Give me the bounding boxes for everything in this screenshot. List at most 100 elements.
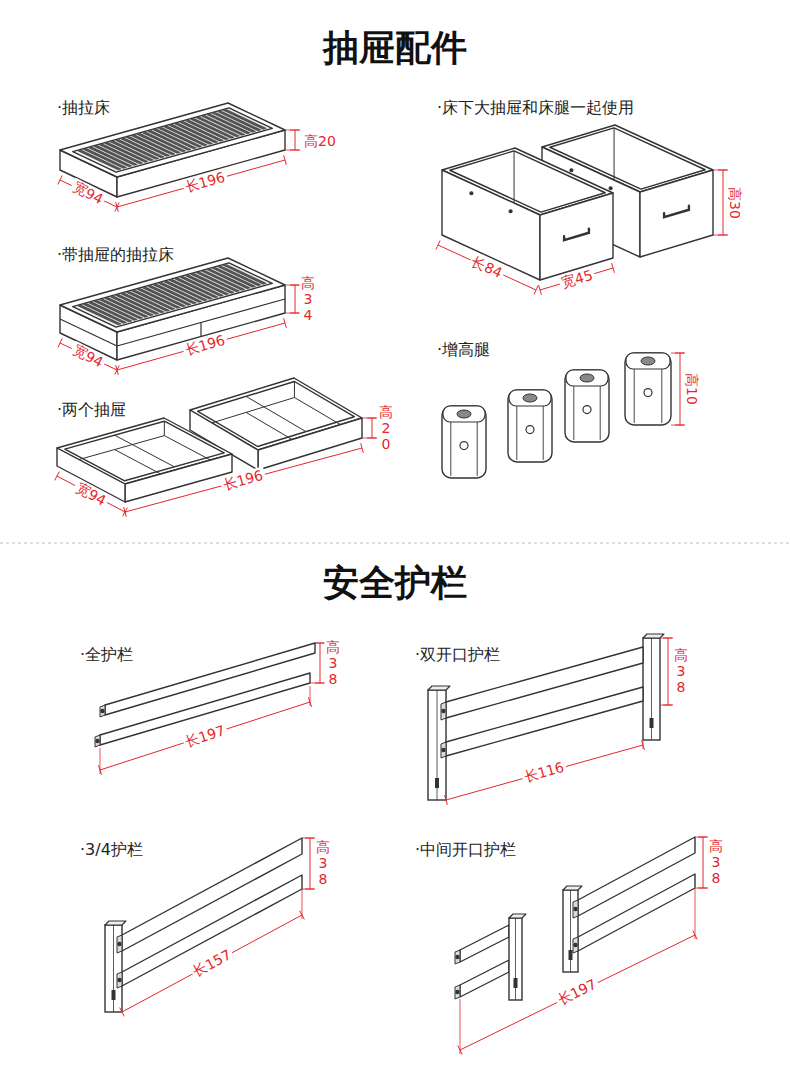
dimension-label: 宽94 — [68, 341, 107, 372]
screw-hole — [609, 187, 612, 190]
rail-end — [117, 972, 122, 988]
rail-post — [509, 918, 522, 1000]
screw-hole — [509, 210, 512, 213]
rail-hole — [442, 709, 445, 712]
item-label: ·抽拉床 — [57, 98, 110, 117]
dimension-label: 长197 — [553, 975, 600, 1009]
drawer-divider — [115, 435, 175, 467]
drawer-side — [125, 454, 232, 502]
post-slot — [569, 950, 573, 960]
item-label: ·中间开口护栏 — [415, 840, 516, 859]
post-slot — [435, 778, 439, 788]
dimension-label: 高 34 — [300, 275, 317, 323]
extension-line — [671, 425, 684, 426]
dimension-line — [117, 323, 285, 370]
leg-body — [508, 390, 552, 462]
dimension-line — [446, 745, 643, 800]
extension-line — [713, 170, 727, 171]
item-label: ·全护栏 — [80, 645, 133, 664]
leg-hole — [523, 394, 537, 402]
extension-line — [460, 999, 461, 1054]
bed-frame — [73, 263, 273, 327]
extension-line — [695, 888, 707, 889]
extension-line — [285, 150, 299, 151]
leg-edge — [477, 422, 478, 476]
rail-end — [455, 985, 460, 999]
extension-line — [643, 740, 644, 749]
rail-bar — [578, 837, 695, 916]
drawer-line — [200, 323, 201, 337]
dimension-line — [668, 638, 669, 705]
leg-edge — [661, 369, 662, 423]
item-label: ·双开口护栏 — [415, 645, 500, 664]
dimension-label: 高 38 — [325, 639, 342, 687]
rail-hole — [118, 978, 121, 981]
post-top — [563, 886, 582, 890]
leg-hole — [641, 357, 655, 365]
screw-hole — [470, 192, 473, 195]
item-label: ·带抽屉的抽拉床 — [57, 245, 174, 264]
post-slot — [650, 718, 654, 728]
rail-hole — [101, 709, 104, 712]
extension-line — [285, 285, 299, 286]
dimension-tick — [55, 472, 60, 481]
leg-hole — [526, 426, 534, 434]
leg-hole — [583, 406, 591, 414]
dimension-label: 高 38 — [708, 838, 725, 886]
leg-top — [626, 353, 670, 369]
bed-top — [60, 258, 285, 332]
leg-hole — [460, 442, 468, 450]
dimension-tick — [58, 175, 62, 184]
leg-edge — [543, 406, 544, 460]
item-label: ·3/4护栏 — [80, 840, 143, 859]
extension-line — [695, 837, 707, 838]
rail-post — [105, 925, 122, 1012]
dimension-tick — [612, 263, 615, 273]
rail-end — [573, 900, 578, 918]
dimension-tick — [534, 285, 538, 294]
leg-edge — [600, 386, 601, 440]
slat — [223, 264, 266, 284]
dimension-tick — [642, 740, 645, 750]
dimension-label: 宽94 — [68, 178, 107, 209]
dimension-label: 宽94 — [71, 478, 110, 509]
dimension-tick — [539, 285, 542, 295]
drawer-corner — [514, 151, 515, 203]
dimension-tick — [284, 155, 287, 165]
dimension-line — [310, 838, 311, 889]
dimension-line — [372, 418, 373, 438]
leg-hole — [580, 374, 594, 382]
dimension-line — [703, 837, 704, 888]
dimension-label: 高20 — [302, 133, 338, 149]
extension-line — [285, 313, 299, 314]
leg-edge — [450, 422, 451, 476]
dimension-tick — [120, 1008, 125, 1017]
leg-hole — [644, 389, 652, 397]
dimension-tick — [116, 202, 119, 212]
extension-line — [362, 418, 376, 419]
item-label: ·增高腿 — [437, 340, 490, 359]
leg-body — [442, 406, 486, 478]
rail-end — [441, 742, 446, 758]
extension-line — [660, 638, 672, 639]
rail-end — [441, 702, 446, 720]
rail-hole — [96, 739, 99, 742]
dimension-label: 高30 — [727, 185, 743, 221]
post-slot — [514, 978, 518, 988]
rail-post — [428, 690, 446, 800]
dimension-tick — [284, 318, 287, 328]
dimension-label: 长116 — [520, 758, 567, 786]
rail-bar — [122, 875, 302, 986]
drawer-corner — [164, 421, 165, 435]
extension-line — [660, 705, 672, 706]
dimension-line — [438, 245, 536, 290]
rail-bar — [578, 874, 695, 951]
rail-hole — [118, 942, 121, 945]
dimension-tick — [58, 338, 62, 347]
drawer-corner — [294, 382, 295, 398]
dimension-tick — [436, 240, 440, 249]
drawer-handle — [664, 206, 689, 217]
extension-line — [285, 130, 299, 131]
section-heading: 安全护栏 — [323, 561, 467, 604]
leg-hole — [457, 410, 471, 418]
